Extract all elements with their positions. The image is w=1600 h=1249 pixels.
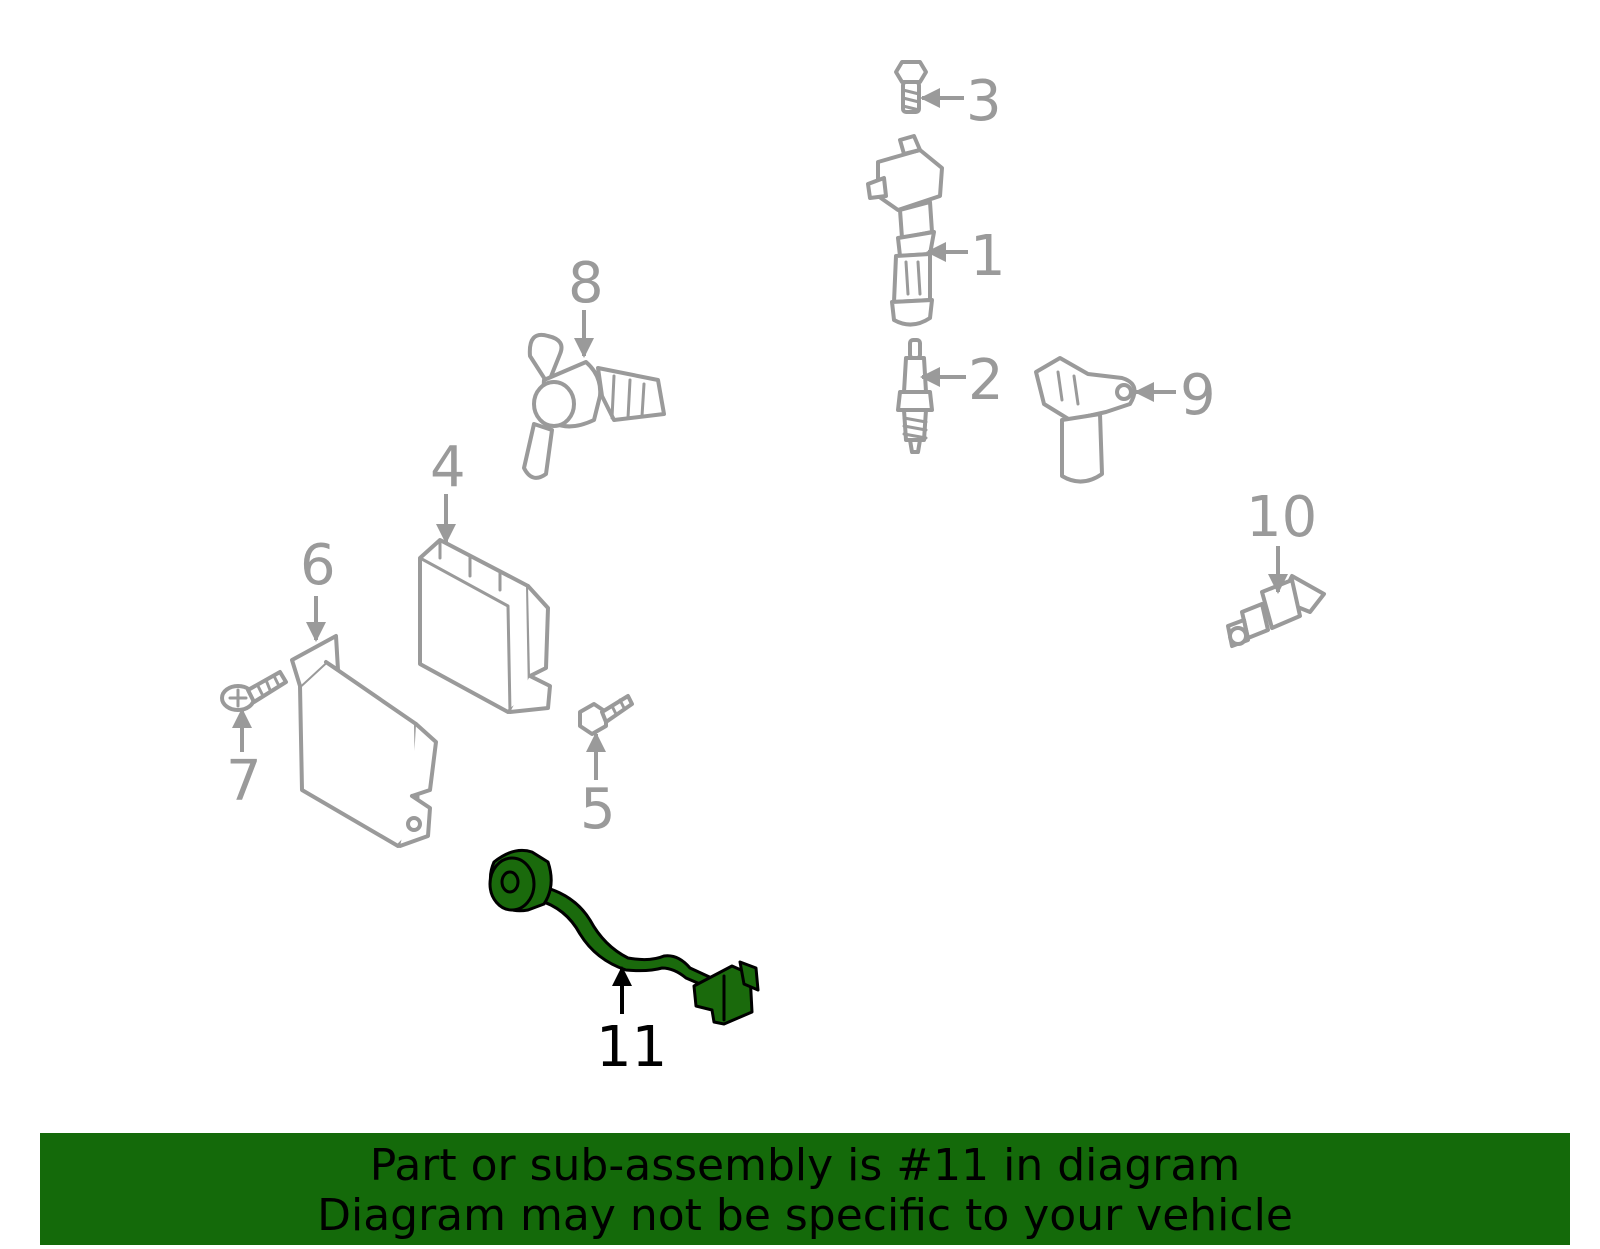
part-6-bracket <box>290 634 438 848</box>
leader-lines <box>232 88 1288 1014</box>
callout-10: 10 <box>1246 485 1317 550</box>
callout-5: 5 <box>580 777 616 842</box>
part-9-sensor <box>1034 356 1137 484</box>
callout-1: 1 <box>970 224 1006 289</box>
callouts: 3 1 2 9 8 4 6 7 5 10 11 <box>226 69 1317 1080</box>
part-3-bolt <box>894 60 928 114</box>
banner-line-2: Diagram may not be specific to your vehi… <box>317 1190 1293 1241</box>
info-banner: Part or sub-assembly is #11 in diagram D… <box>40 1133 1570 1245</box>
banner-line-1: Part or sub-assembly is #11 in diagram <box>369 1140 1241 1191</box>
part-1-ignition-coil <box>866 134 944 327</box>
callout-3: 3 <box>966 69 1002 134</box>
part-7-screw <box>220 670 288 712</box>
callout-2: 2 <box>968 348 1004 413</box>
part-5-bolt <box>578 694 634 736</box>
callout-11: 11 <box>596 1015 667 1080</box>
callout-6: 6 <box>300 533 336 598</box>
part-2-spark-plug <box>896 338 934 454</box>
callout-7: 7 <box>226 749 262 814</box>
callout-8: 8 <box>568 251 604 316</box>
part-11-knock-sensor <box>488 848 760 1026</box>
part-4-ecu <box>418 538 552 714</box>
callout-9: 9 <box>1180 363 1216 428</box>
part-8-sensor <box>522 333 666 480</box>
callout-4: 4 <box>430 435 466 500</box>
